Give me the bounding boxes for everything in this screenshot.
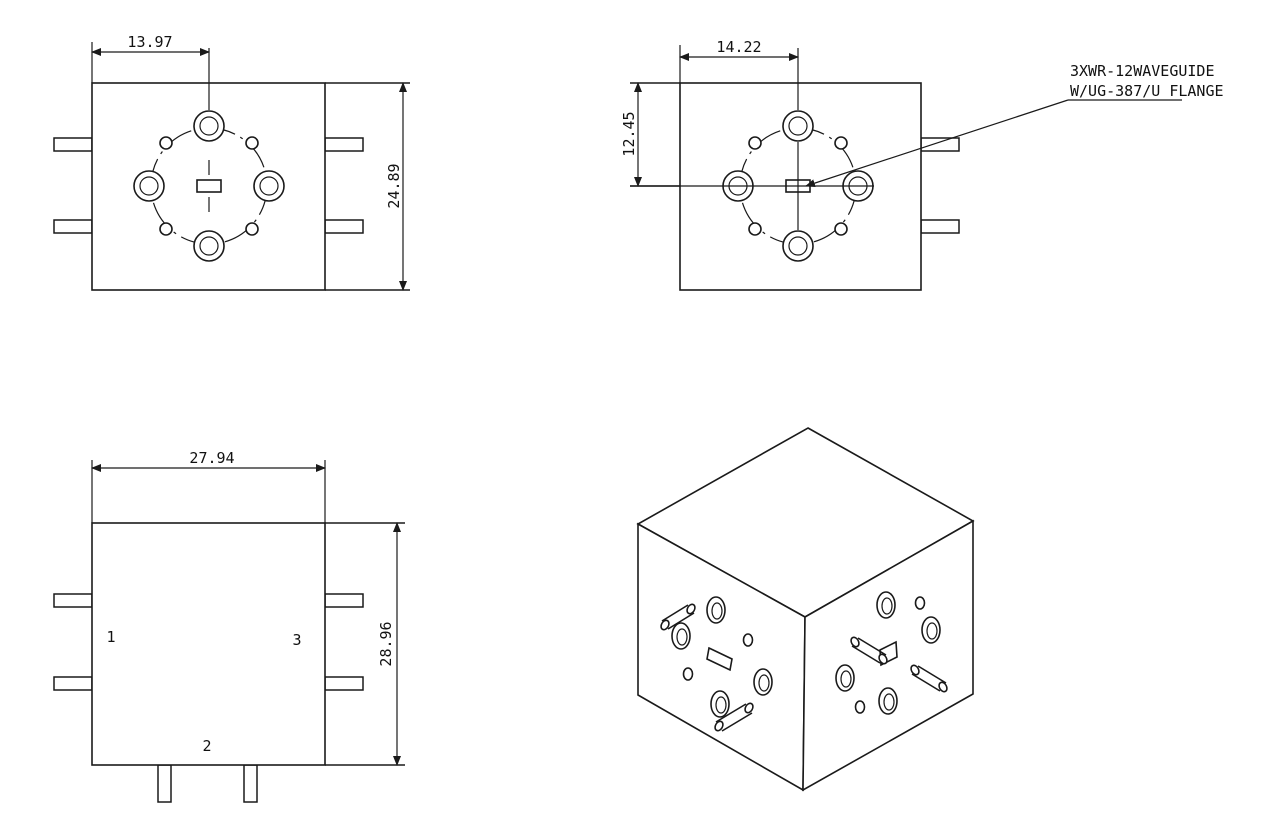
bottom-view: 27.94 28.96 1 3 2 [53, 449, 405, 803]
bottom-left-pin-lower [53, 676, 93, 691]
side-view: 14.22 12.45 3XWR-12WAVEGUIDE W/UG-387/U … [620, 38, 1224, 291]
iso-right-face-ports [835, 591, 948, 715]
bottom-down-pin-right [243, 764, 258, 803]
side-dim-offset-label: 14.22 [716, 38, 761, 56]
front-left-pin-upper [53, 137, 93, 152]
front-dim-height-label: 24.89 [385, 163, 403, 208]
bottom-right-pin-upper [324, 593, 364, 608]
bottom-down-pin-left [157, 764, 172, 803]
front-waveguide-aperture [196, 179, 222, 193]
side-highlight-hole-upper [834, 136, 848, 150]
front-right-pin-upper [324, 137, 364, 152]
bottom-right-pin-lower [324, 676, 364, 691]
iso-left-face-ports [660, 596, 773, 732]
port-1-label: 1 [106, 628, 115, 646]
side-right-pin-upper [920, 137, 960, 152]
bottom-body [91, 522, 326, 766]
side-callout-line1: 3XWR-12WAVEGUIDE [1070, 62, 1215, 80]
side-right-pin-lower [920, 219, 960, 234]
side-highlight-hole-lower [748, 222, 762, 236]
bottom-dim-width-label: 27.94 [189, 449, 234, 467]
front-flange-holes [133, 110, 285, 262]
isometric-view [636, 427, 975, 792]
side-dim-vertical-label: 12.45 [620, 111, 638, 156]
front-right-pin-lower [324, 219, 364, 234]
front-left-pin-lower [53, 219, 93, 234]
port-3-label: 3 [292, 631, 301, 649]
side-callout-leader [805, 99, 1069, 187]
front-dim-offset-label: 13.97 [127, 33, 172, 51]
side-small-holes [748, 136, 848, 236]
bottom-dim-height-label: 28.96 [377, 621, 395, 666]
front-small-holes [159, 136, 259, 236]
front-view: 13.97 24.89 [53, 33, 410, 291]
bottom-left-pin-upper [53, 593, 93, 608]
side-callout-line2: W/UG-387/U FLANGE [1070, 82, 1224, 100]
port-2-label: 2 [202, 737, 211, 755]
